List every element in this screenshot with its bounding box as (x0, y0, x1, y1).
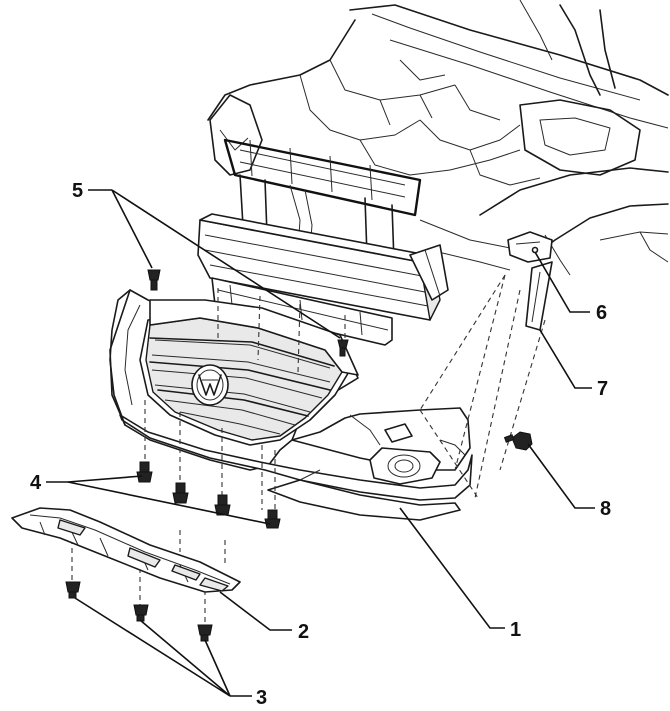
leader-lines (46, 189, 595, 697)
callout-5: 5 (72, 180, 83, 202)
side-bolt-8 (503, 431, 533, 451)
engine-bay-body (207, 0, 669, 291)
vw-emblem-icon (191, 364, 229, 406)
callout-6: 6 (596, 302, 607, 324)
callout-8: 8 (600, 498, 611, 520)
lower-bolts-4 (136, 461, 281, 529)
callout-2: 2 (298, 621, 309, 643)
callout-4: 4 (30, 472, 42, 494)
undertray-panel (11, 507, 241, 593)
callout-3: 3 (256, 687, 267, 709)
callout-1: 1 (510, 619, 521, 641)
undertray-bolts-3 (65, 581, 213, 642)
bumper-side-guide (525, 261, 553, 331)
radiator-grille (145, 299, 359, 441)
fender-bracket (507, 231, 553, 263)
lower-front-member (211, 277, 393, 346)
upper-bolt-5 (147, 269, 161, 291)
callout-7: 7 (597, 378, 608, 400)
assembly-projection-lines (71, 274, 546, 628)
upper-bolt-5b (337, 339, 349, 357)
bumper-impact-bar (197, 213, 449, 321)
